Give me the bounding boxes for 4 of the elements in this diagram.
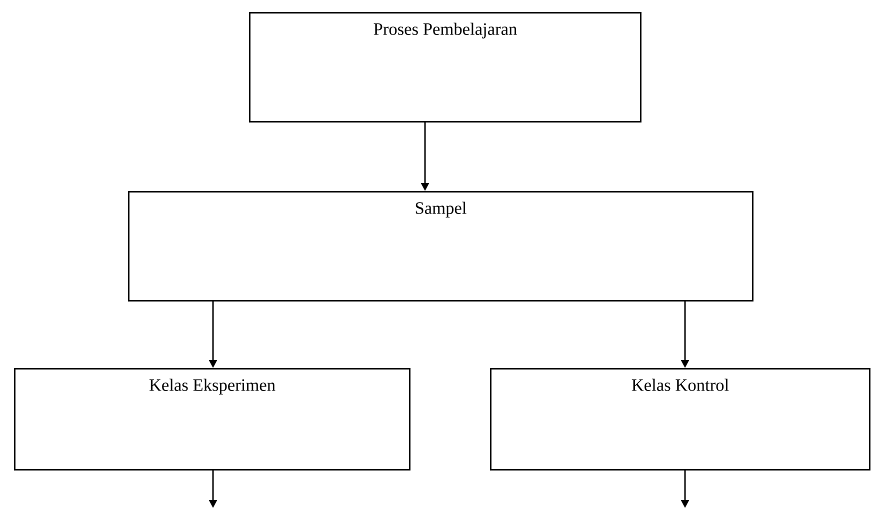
- process-box: Kelas Eksperimen: [14, 368, 410, 470]
- process-box: Sampel: [128, 191, 754, 302]
- process-box: Kelas Kontrol: [490, 368, 870, 470]
- process-box: Proses Pembelajaran: [249, 12, 642, 122]
